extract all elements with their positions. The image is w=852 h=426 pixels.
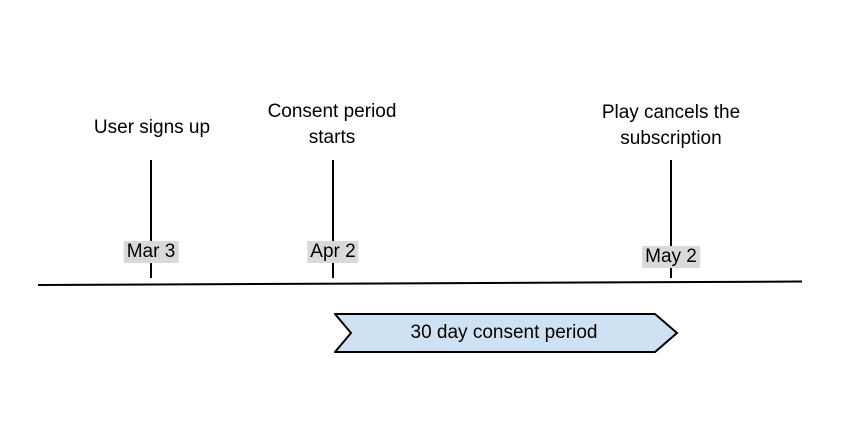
event-label-user-signs-up: User signs up bbox=[93, 117, 211, 138]
event-tick-may-2 bbox=[670, 160, 672, 278]
event-tick-mar-3 bbox=[150, 160, 152, 278]
banner-label: 30 day consent period bbox=[410, 322, 598, 343]
event-tick-apr-2 bbox=[332, 160, 334, 278]
event-label-consent-period-starts: Consent period starts bbox=[267, 101, 397, 148]
timeline-axis bbox=[37, 280, 802, 286]
banner-arrow-shape bbox=[334, 313, 679, 353]
event-label-play-cancels-subscription: Play cancels the subscription bbox=[601, 102, 741, 149]
event-date-badge-apr-2: Apr 2 bbox=[307, 241, 359, 263]
consent-period-banner bbox=[334, 313, 679, 353]
event-date-badge-mar-3: Mar 3 bbox=[123, 241, 179, 263]
event-date-badge-may-2: May 2 bbox=[642, 246, 700, 268]
